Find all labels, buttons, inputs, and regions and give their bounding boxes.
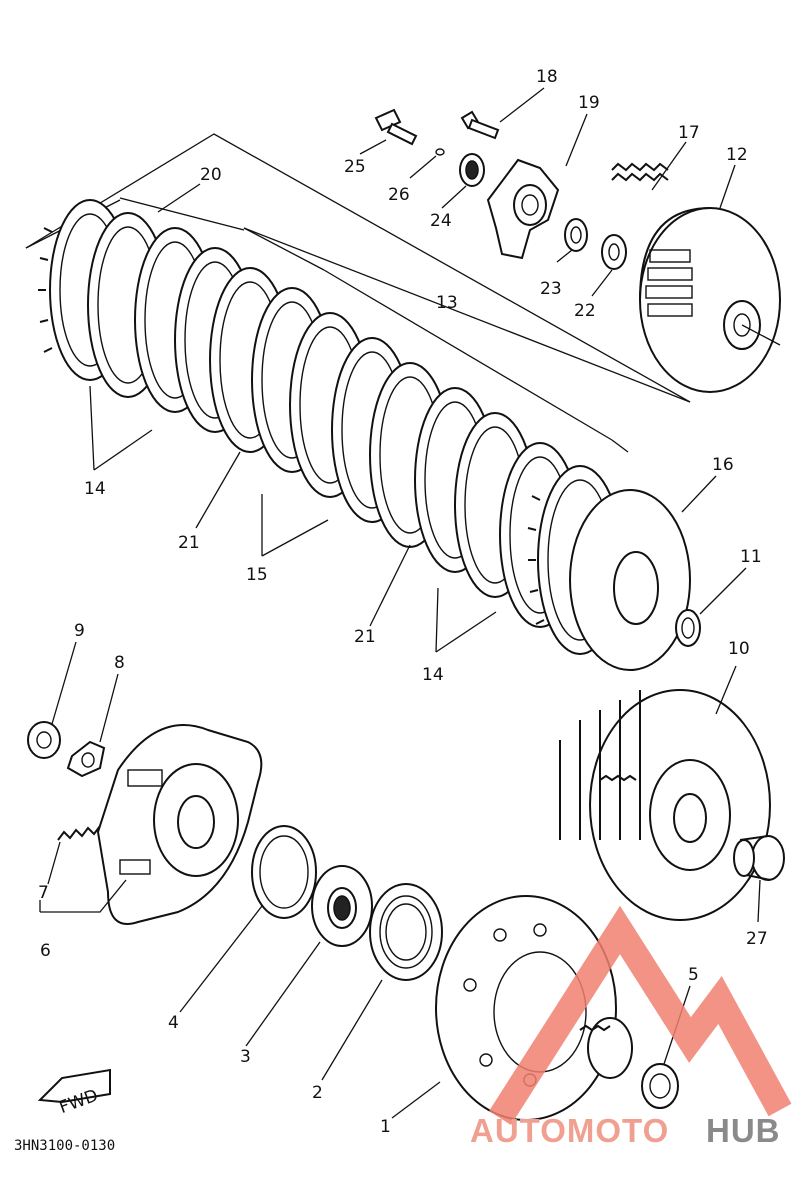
- callout-4: 4: [168, 1013, 179, 1033]
- callout-19: 19: [578, 93, 600, 113]
- callout-23: 23: [540, 279, 562, 299]
- part-5-washer: [641, 1063, 679, 1109]
- clutch-plate-stack: [38, 199, 623, 655]
- callout-14-b: 14: [422, 665, 444, 685]
- callout-25: 25: [344, 157, 366, 177]
- callout-27: 27: [746, 929, 768, 949]
- part-22-washer: [601, 234, 627, 270]
- callout-20: 20: [200, 165, 222, 185]
- fwd-arrow-icon: [37, 1068, 111, 1104]
- part-8-lock-washer: [66, 740, 106, 778]
- callout-11: 11: [740, 547, 762, 567]
- part-7-spring: [57, 824, 107, 841]
- callout-26: 26: [388, 185, 410, 205]
- part-6-primary-clutch: [96, 724, 263, 925]
- part-25-bolt: [374, 108, 418, 146]
- watermark-part-b: HUB: [706, 1112, 781, 1149]
- callout-12: 12: [726, 145, 748, 165]
- callout-8: 8: [114, 653, 125, 673]
- part-26-ring: [435, 148, 445, 156]
- callout-9: 9: [74, 621, 85, 641]
- part-27-collar: [733, 835, 785, 881]
- part-9-nut: [27, 721, 61, 759]
- diagram-code: 3HN3100-0130: [14, 1138, 115, 1154]
- callout-13: 13: [436, 293, 458, 313]
- callout-3: 3: [240, 1047, 251, 1067]
- part-3-bearing: [311, 865, 373, 947]
- part-2-one-way-clutch: [369, 883, 443, 981]
- part-4-seal: [251, 825, 317, 919]
- leader-lines: [39, 87, 761, 1119]
- callout-2: 2: [312, 1083, 323, 1103]
- part-23-collar: [564, 218, 588, 252]
- part-18-screw: [460, 110, 500, 140]
- callout-24: 24: [430, 211, 452, 231]
- callout-21-a: 21: [178, 533, 200, 553]
- part-11-circlip: [675, 609, 701, 647]
- callout-22: 22: [574, 301, 596, 321]
- callout-18: 18: [536, 67, 558, 87]
- part-19-plate: [486, 158, 560, 260]
- callout-7: 7: [38, 883, 49, 903]
- part-10-clutch-housing: [559, 689, 771, 921]
- part-17-spring: [611, 162, 669, 182]
- watermark-part-a: AUTOMOTO: [470, 1112, 669, 1149]
- watermark-logo: AUTOMOTO HUB: [470, 905, 792, 1149]
- callout-16: 16: [712, 455, 734, 475]
- callout-14-a: 14: [84, 479, 106, 499]
- part-12-pressure-plate: [639, 207, 781, 393]
- part-16-plate: [569, 489, 691, 671]
- callout-10: 10: [728, 639, 750, 659]
- callout-6: 6: [40, 941, 51, 961]
- callout-17: 17: [678, 123, 700, 143]
- callout-5: 5: [688, 965, 699, 985]
- callout-15: 15: [246, 565, 268, 585]
- part-24-bearing: [459, 153, 485, 187]
- part-1-clutch-drum: [435, 895, 633, 1121]
- callout-numbers: 1 2 3 4 5 6 7 8 9 10 11 12 13 14 14 14 1…: [38, 67, 768, 1137]
- callout-21-b: 21: [354, 627, 376, 647]
- callout-1: 1: [380, 1117, 391, 1137]
- fwd-label: FWD: [57, 1086, 101, 1118]
